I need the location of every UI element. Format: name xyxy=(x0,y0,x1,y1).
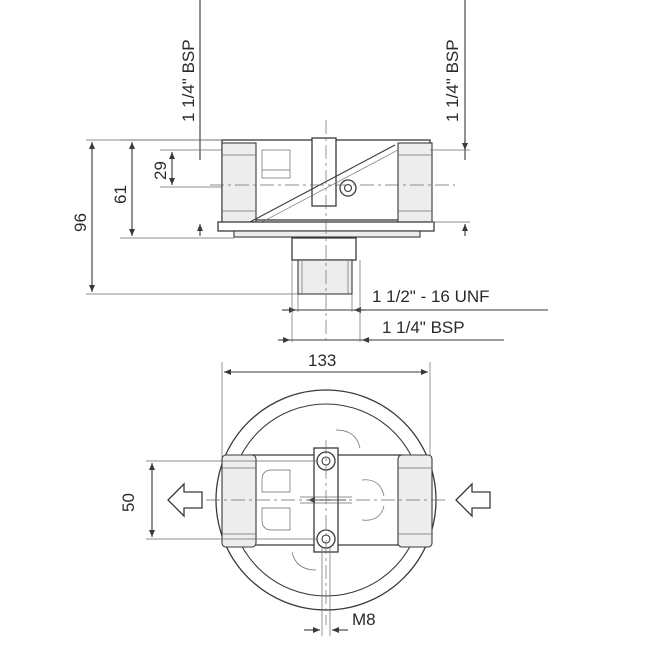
m8-label: M8 xyxy=(352,610,376,629)
unf-outlet-label: 1 1/2" - 16 UNF xyxy=(372,287,490,306)
right-port-boss xyxy=(397,142,433,224)
mounting-hole xyxy=(339,179,357,197)
seal-ring xyxy=(233,230,421,238)
threaded-spigot xyxy=(297,259,353,295)
plan-view: 133 5 xyxy=(119,351,491,636)
dim-61-label: 61 xyxy=(111,185,130,204)
dim-96-label: 96 xyxy=(71,213,90,232)
internal-passage-diagonal xyxy=(249,144,396,223)
dim-133-label: 133 xyxy=(308,351,336,370)
plan-left-port xyxy=(221,454,257,548)
central-rib xyxy=(311,137,337,207)
dim-50-label: 50 xyxy=(119,493,138,512)
inlet-cavity xyxy=(261,149,291,179)
bsp-outlet-label: 1 1/4" BSP xyxy=(382,318,465,337)
inlet-flow-arrow xyxy=(455,482,491,518)
outlet-flow-arrow xyxy=(167,482,203,518)
side-view: 1 1/4" BSP 1 1/4" BSP 29 61 96 1 1/2" - … xyxy=(71,0,548,343)
right-bsp-label: 1 1/4" BSP xyxy=(443,39,462,122)
left-port-boss xyxy=(221,142,257,224)
left-bsp-label: 1 1/4" BSP xyxy=(179,39,198,122)
plan-right-port xyxy=(397,454,433,548)
outlet-neck xyxy=(291,237,357,261)
dim-29-label: 29 xyxy=(151,161,170,180)
